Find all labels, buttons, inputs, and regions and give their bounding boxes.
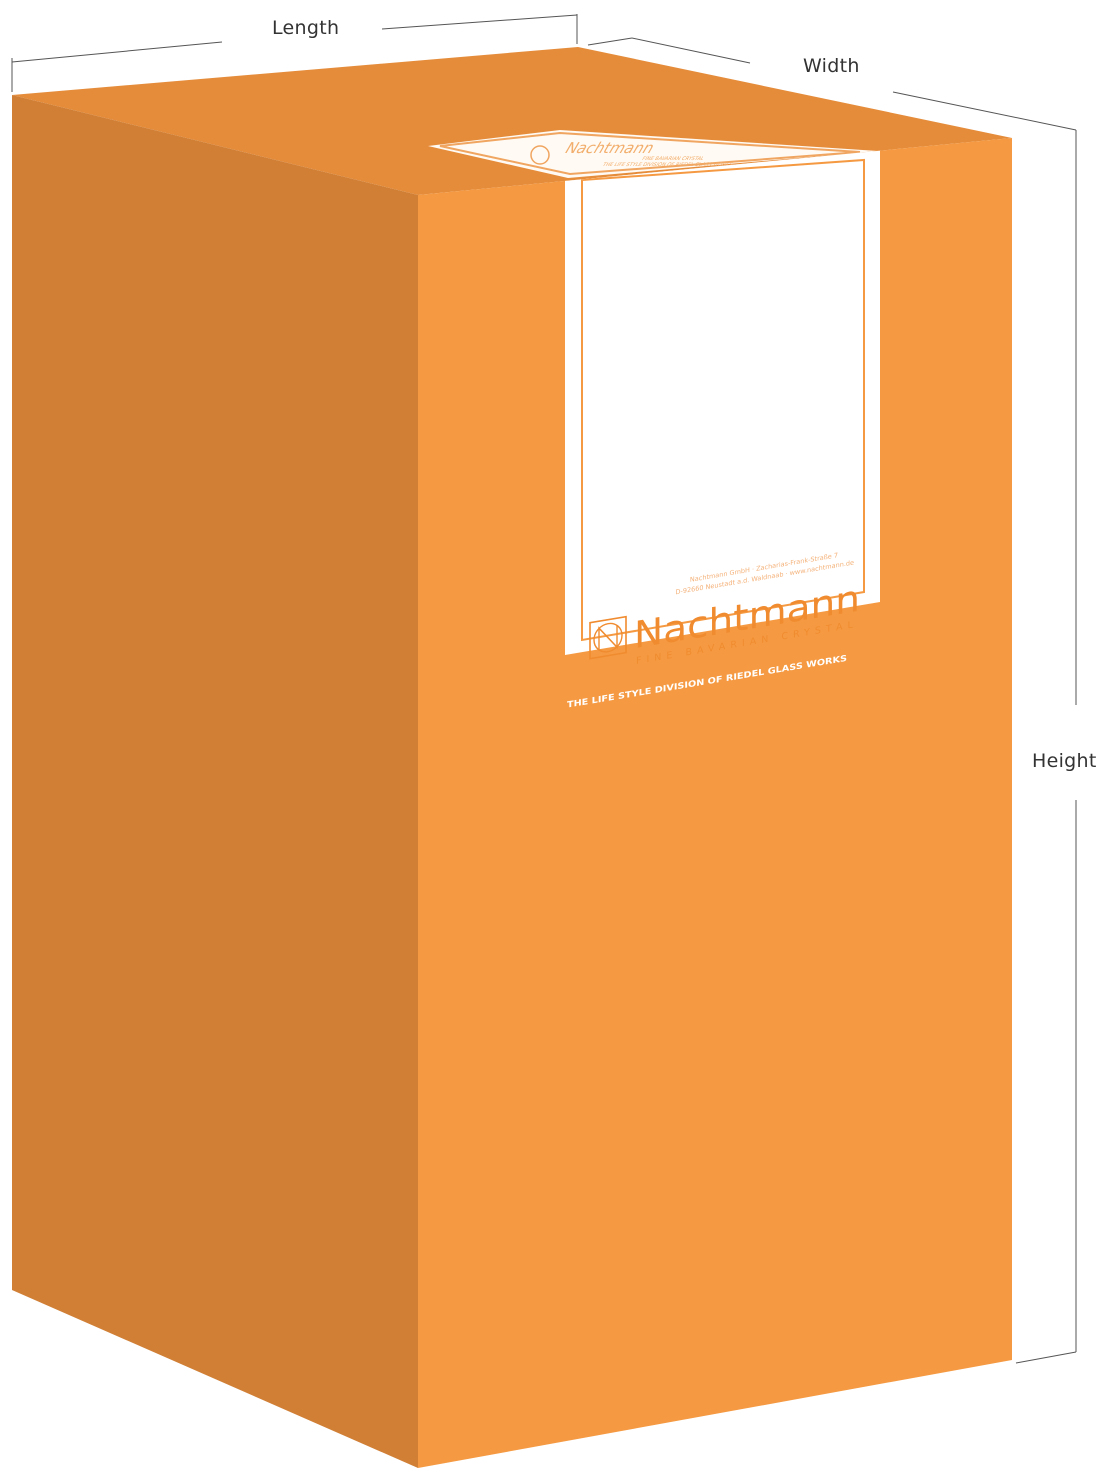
top-label-brand: Nachtmann (562, 139, 659, 157)
width-label: Width (803, 55, 860, 77)
nachtmann-logo (589, 615, 627, 660)
top-logo-mark-icon (530, 145, 550, 165)
top-label: Nachtmann FINE BAVARIAN CRYSTAL THE LIFE… (428, 130, 878, 178)
logo-n-letter-icon (598, 625, 618, 651)
top-label-tagline: FINE BAVARIAN CRYSTAL (641, 156, 705, 162)
top-label-sheet (428, 130, 878, 178)
logo-frame-icon (589, 615, 627, 660)
height-dimension-line (1015, 130, 1077, 1364)
box-side-face (12, 95, 418, 1468)
height-label: Height (1032, 750, 1097, 772)
front-label: Nachtmann GmbH · Zacharias-Frank-Straße … (565, 148, 880, 711)
length-label: Length (272, 17, 340, 39)
width-dimension-line (587, 37, 1077, 131)
length-dimension-line (11, 14, 578, 92)
logo-circle-icon (593, 622, 623, 653)
front-label-inner-area (581, 158, 865, 642)
top-label-division: THE LIFE STYLE DIVISION OF RIEDEL GLASS … (600, 162, 734, 168)
top-label-frame (439, 131, 861, 176)
